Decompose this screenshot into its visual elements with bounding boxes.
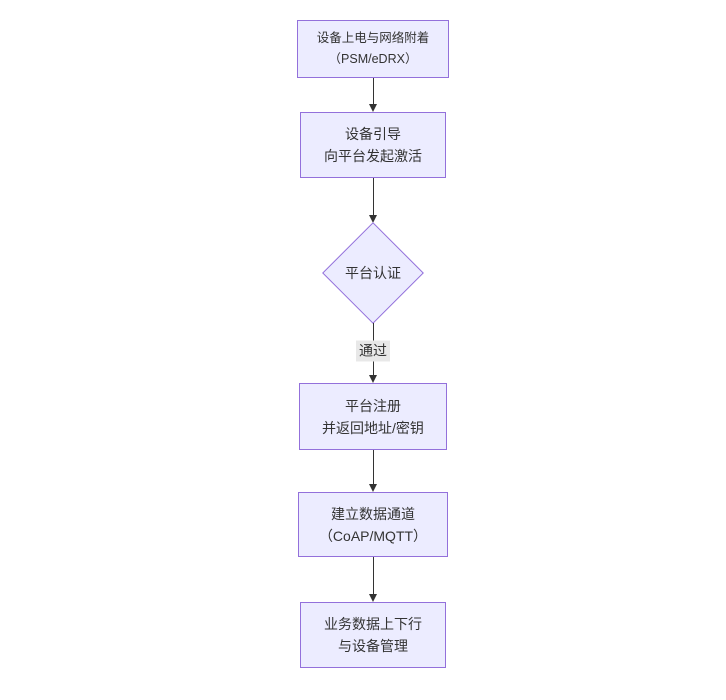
edge-line bbox=[372, 178, 374, 216]
node-register-line2: 并返回地址/密钥 bbox=[322, 419, 424, 436]
node-register-line1: 平台注册 bbox=[345, 397, 401, 414]
node-data-channel-line1: 建立数据通道 bbox=[331, 505, 415, 522]
node-bootstrap-line2: 向平台发起激活 bbox=[324, 148, 422, 164]
node-data-channel-line2: （CoAP/MQTT） bbox=[318, 527, 428, 544]
node-business: 业务数据上下行 与设备管理 bbox=[300, 602, 446, 668]
edge-line bbox=[372, 78, 374, 105]
node-power-attach-line1: 设备上电与网络附着 bbox=[316, 31, 430, 45]
node-bootstrap-line1: 设备引导 bbox=[345, 126, 401, 142]
node-register: 平台注册 并返回地址/密钥 bbox=[299, 383, 447, 450]
edge-bootstrap-to-auth bbox=[369, 178, 377, 223]
edge-label-pass: 通过 bbox=[356, 340, 390, 362]
arrowhead-icon bbox=[369, 104, 377, 112]
node-business-line1: 业务数据上下行 bbox=[324, 616, 422, 632]
decision-platform-auth-label: 平台认证 bbox=[345, 265, 401, 281]
node-power-attach: 设备上电与网络附着 （PSM/eDRX） bbox=[297, 20, 449, 78]
node-business-line2: 与设备管理 bbox=[338, 638, 408, 654]
edge-register-to-channel bbox=[369, 450, 377, 492]
arrowhead-icon bbox=[369, 484, 377, 492]
edge-auth-to-register: 通过 bbox=[356, 323, 390, 383]
arrowhead-icon bbox=[369, 215, 377, 223]
edge-line bbox=[372, 450, 374, 485]
node-power-attach-line2: （PSM/eDRX） bbox=[328, 52, 418, 66]
arrowhead-icon bbox=[369, 375, 377, 383]
node-bootstrap: 设备引导 向平台发起激活 bbox=[300, 112, 446, 178]
node-data-channel: 建立数据通道 （CoAP/MQTT） bbox=[298, 492, 448, 557]
edge-line bbox=[372, 557, 374, 595]
flowchart-column: 设备上电与网络附着 （PSM/eDRX） 设备引导 向平台发起激活 平台认证 通… bbox=[297, 20, 449, 668]
arrowhead-icon bbox=[369, 594, 377, 602]
edge-channel-to-business bbox=[369, 557, 377, 602]
edge-power-to-bootstrap bbox=[369, 78, 377, 112]
decision-platform-auth: 平台认证 bbox=[322, 222, 424, 324]
